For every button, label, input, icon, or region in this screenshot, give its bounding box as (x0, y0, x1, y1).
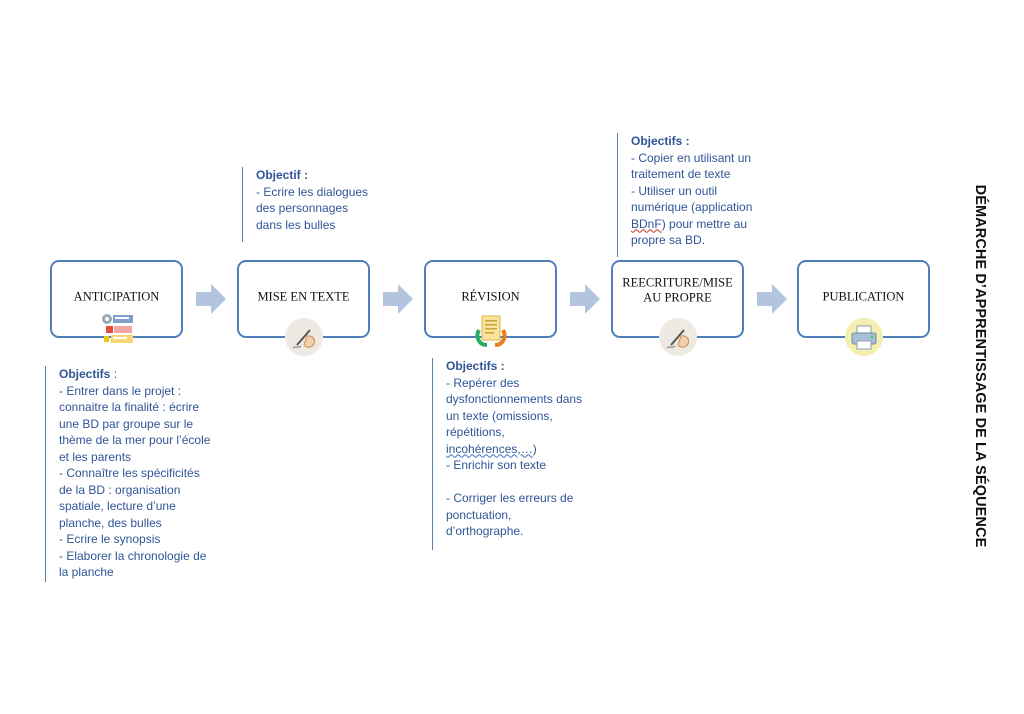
note-line: - Copier en utilisant un (631, 150, 752, 165)
arrow-right-icon (196, 284, 226, 314)
note-reecriture: Objectifs : - Copier en utilisant un tra… (617, 133, 752, 257)
note-heading: Objectifs : (446, 359, 505, 373)
note-line: et les parents (59, 449, 132, 464)
note-heading-suffix: : (110, 367, 118, 381)
note-line: traitement de texte (631, 167, 731, 181)
note-heading: Objectif : (256, 168, 309, 182)
note-line: dans les bulles (256, 217, 336, 232)
step-anticipation: ANTICIPATION (50, 260, 183, 343)
note-line: ponctuation, (446, 507, 512, 522)
arrow-right-icon (383, 284, 413, 314)
step-label: REECRITURE/MISE AU PROPRE (622, 275, 733, 305)
note-mise-en-texte: Objectif : - Ecrire les dialogues des pe… (242, 167, 368, 242)
note-line: - Ecrire le synopsis (59, 532, 161, 546)
note-line: numérique (application (631, 200, 753, 214)
note-line: - Enrichir son texte (446, 458, 547, 472)
hand-writing-icon (658, 318, 697, 356)
note-line: - Ecrire les dialogues (256, 184, 369, 199)
note-heading-row: Objectifs : (59, 366, 210, 383)
note-line: d’orthographe. (446, 524, 524, 538)
note-line: spatiale, lecture d’une (59, 499, 176, 513)
note-line: BDnF) pour mettre au (631, 216, 752, 233)
note-line: des personnages (256, 201, 349, 215)
note-line: incohérences,…) (446, 441, 582, 458)
note-line-suffix: ) (532, 441, 537, 456)
printer-icon (844, 318, 883, 356)
note-line: - Utiliser un outil (631, 183, 718, 198)
note-line: un texte (omissions, (446, 408, 553, 423)
note-line: connaitre la finalité : écrire (59, 400, 200, 414)
note-line-suffix: ) pour mettre au (661, 216, 748, 231)
note-line: une BD par groupe sur le (59, 416, 194, 431)
note-line: dysfonctionnements dans (446, 392, 583, 406)
note-line: - Entrer dans le projet : (59, 383, 182, 398)
note-spacer (446, 474, 582, 491)
note-line: - Corriger les erreurs de (446, 491, 574, 505)
arrow-right-icon (757, 284, 787, 314)
note-line: thème de la mer pour l’école (59, 433, 211, 447)
note-line: - Repérer des (446, 375, 520, 390)
document-cycle-icon (472, 314, 510, 352)
note-line: de la BD : organisation (59, 482, 181, 497)
flagged-word: incohérences,… (446, 441, 533, 456)
step-label: ANTICIPATION (73, 289, 160, 304)
note-line: répétitions, (446, 425, 505, 439)
note-line: la planche (59, 565, 114, 579)
misspelled-word: BDnF (631, 216, 662, 231)
step-revision: RÉVISION (424, 260, 557, 347)
note-anticipation: Objectifs : - Entrer dans le projet : co… (45, 366, 210, 582)
step-label: MISE EN TEXTE (257, 289, 350, 304)
step-publication: PUBLICATION (797, 260, 930, 356)
note-heading: Objectifs : (631, 134, 690, 148)
side-title: DÉMARCHE D’APPRENTISSAGE DE LA SÉQUENCE (972, 184, 988, 548)
gear-list-icon (98, 312, 136, 350)
arrow-right-icon (570, 284, 600, 314)
note-heading: Objectifs (59, 367, 111, 381)
step-label: PUBLICATION (822, 289, 905, 304)
step-reecriture: REECRITURE/MISE AU PROPRE (611, 260, 744, 356)
note-line: - Connaître les spécificités (59, 466, 200, 480)
hand-writing-icon (284, 318, 323, 356)
step-label: RÉVISION (461, 289, 520, 304)
step-mise-en-texte: MISE EN TEXTE (237, 260, 370, 356)
note-line: planche, des bulles (59, 515, 162, 530)
note-line: propre sa BD. (631, 233, 706, 247)
note-line: - Elaborer la chronologie de (59, 548, 207, 563)
note-revision: Objectifs : - Repérer des dysfonctionnem… (432, 358, 582, 550)
